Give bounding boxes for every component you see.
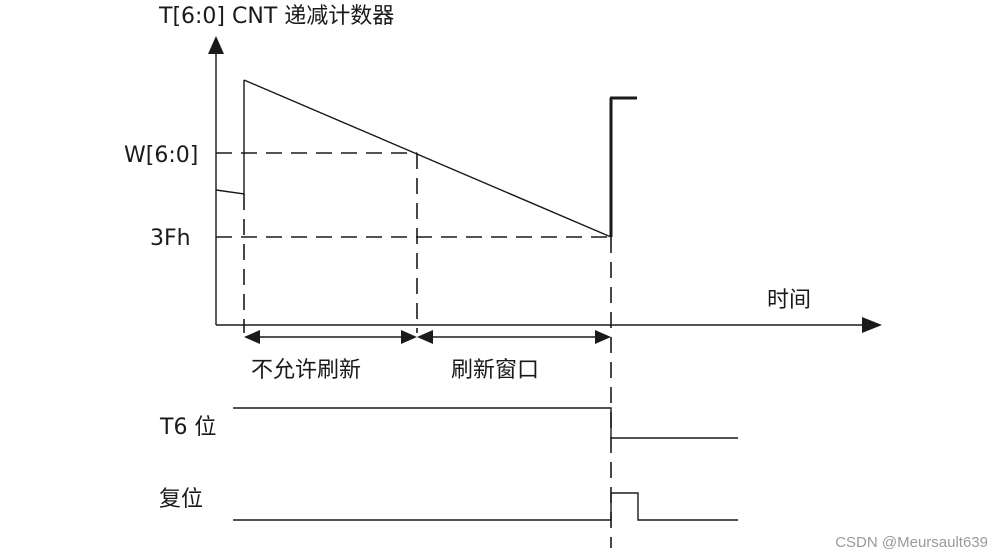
refresh-window-right-arrowhead [595,330,611,344]
watermark-text: CSDN @Meursault639 [835,534,988,551]
reset-waveform [233,492,738,521]
t6-bit-label: T6 位 [159,415,216,440]
y-axis-title: T[6:0] CNT 递减计数器 [158,4,394,29]
y-axis-arrowhead [208,36,224,54]
refresh-window-left-arrowhead [417,330,433,344]
reset-label: 复位 [159,487,203,512]
w-level-label: W[6:0] [124,143,198,168]
x-axis-title: 时间 [767,288,811,313]
no-refresh-left-arrowhead [244,330,260,344]
counter-initial-segment [215,80,245,195]
no-refresh-label: 不允许刷新 [251,358,361,383]
no-refresh-right-arrowhead [401,330,417,344]
x-axis-arrowhead [862,317,882,333]
refresh-window-label: 刷新窗口 [451,358,539,383]
counter-decrement-ramp [243,79,612,238]
t6-bit-waveform [233,407,738,439]
3fh-level-label: 3Fh [150,226,191,251]
